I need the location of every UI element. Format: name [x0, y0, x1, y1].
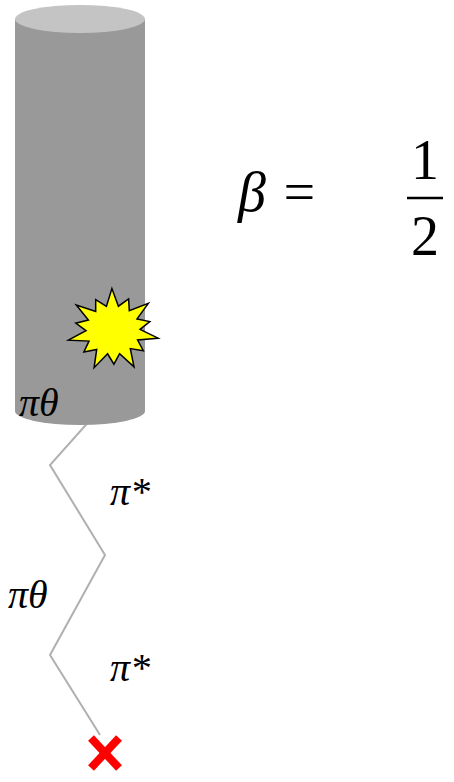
policy-label: π*	[110, 472, 150, 512]
policy-label: πθ	[19, 383, 59, 423]
fraction-denominator: 2	[411, 208, 439, 264]
policy-label: πθ	[8, 575, 48, 615]
zigzag-path	[50, 418, 105, 735]
beta-equation: β =	[238, 164, 318, 220]
red-cross	[91, 738, 119, 768]
fraction-bar	[407, 197, 443, 200]
cylinder-node: πθ	[15, 5, 145, 425]
fraction-numerator: 1	[411, 132, 439, 188]
explosion-burst	[68, 289, 158, 368]
policy-label: π*	[110, 648, 150, 688]
cylinder-shape	[15, 5, 145, 425]
